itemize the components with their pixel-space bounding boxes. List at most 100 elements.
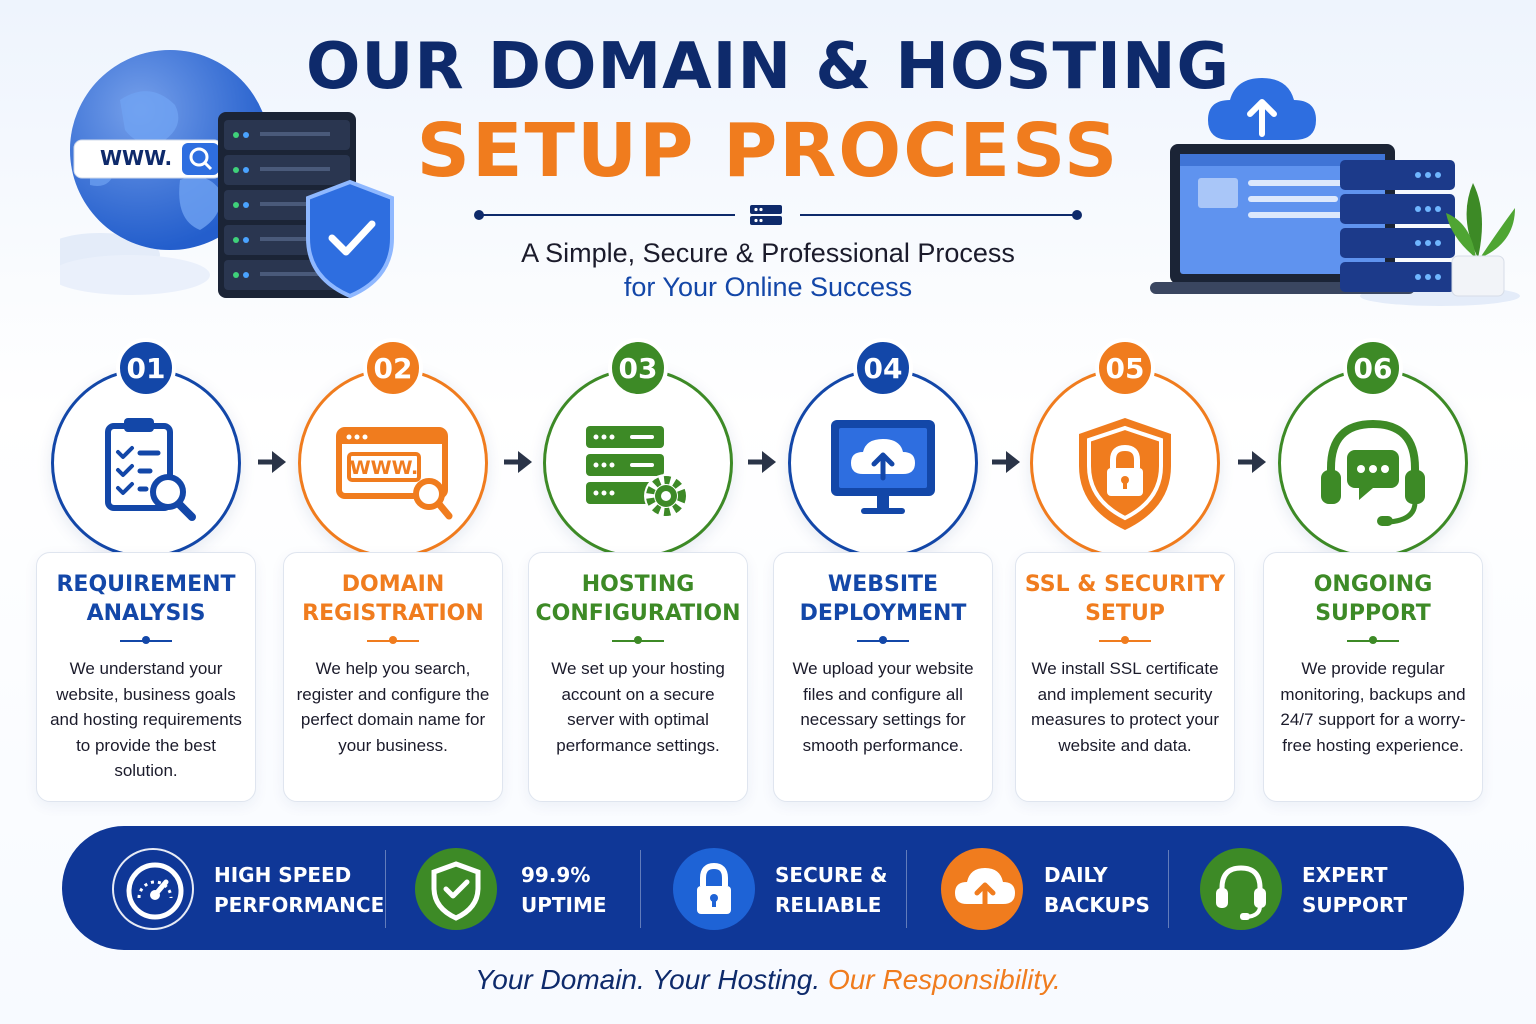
divider-dot-left [474, 210, 484, 220]
feature-label-line2: BACKUPS [1044, 893, 1150, 917]
arrow-right-icon [258, 451, 286, 473]
globe-server-illustration [60, 50, 394, 299]
feature-label-line2: RELIABLE [775, 893, 882, 917]
feature-label: SECURE & RELIABLE [775, 860, 887, 920]
step-title-line2: SUPPORT [1315, 601, 1431, 626]
headset-chat-icon [1321, 419, 1425, 526]
step-title: SSL & SECURITY SETUP [1015, 570, 1235, 628]
clipboard-search-icon [105, 418, 196, 521]
tagline-part2: Our Responsibility. [827, 964, 1061, 995]
step-description: We help you search, register and configu… [296, 659, 490, 755]
browser-www-icon [336, 427, 453, 520]
step-separator-dot [1121, 636, 1129, 644]
laptop-icon [1150, 144, 1415, 294]
www-search-label: WWW. [100, 146, 173, 170]
arrow-right-icon [992, 451, 1020, 473]
step-description: We upload your website files and configu… [792, 659, 974, 755]
step-title: WEBSITE DEPLOYMENT [773, 570, 993, 628]
step-number-badge: 06 [1343, 338, 1403, 398]
feature-icon-wrap [112, 848, 194, 930]
step-title-line2: DEPLOYMENT [799, 601, 967, 626]
feature-label-line1: 99.9% [521, 863, 591, 887]
step-title-line1: SSL & SECURITY [1024, 572, 1226, 597]
headset-icon [1216, 865, 1266, 920]
shield-lock-icon [1079, 418, 1171, 530]
step-description: We understand your website, business goa… [50, 659, 242, 781]
feature-label-line1: DAILY [1044, 863, 1108, 887]
step-separator-dot [879, 636, 887, 644]
divider-line-right [800, 214, 1076, 216]
feature-icon-wrap [415, 848, 497, 930]
step-title-line1: DOMAIN [341, 572, 445, 597]
shield-check-icon [306, 179, 394, 299]
step-separator-dot [142, 636, 150, 644]
step-icon-text: WWW. [349, 457, 419, 479]
step-title-line2: CONFIGURATION [535, 601, 741, 626]
cloud-upload-icon [1208, 78, 1316, 140]
feature-separator [906, 850, 907, 928]
step-number-badge: 02 [363, 338, 423, 398]
feature-label: HIGH SPEED PERFORMANCE [214, 860, 384, 920]
step-separator-dot [634, 636, 642, 644]
step-title: DOMAIN REGISTRATION [283, 570, 503, 628]
feature-label: DAILY BACKUPS [1044, 860, 1150, 920]
subtitle-line2: for Your Online Success [623, 272, 913, 302]
feature-label: 99.9% UPTIME [521, 860, 607, 920]
server-divider-icon [750, 205, 782, 225]
feature-label-line1: EXPERT [1302, 863, 1388, 887]
step-title-line1: WEBSITE [827, 572, 939, 597]
server-stack-icon [1340, 160, 1455, 292]
cloud-upload-icon [955, 868, 1015, 909]
step-title-line1: ONGOING [1313, 572, 1433, 597]
step-number-badge: 04 [853, 338, 913, 398]
speedometer-icon [126, 862, 184, 920]
step-description: We set up your hosting account on a secu… [551, 659, 725, 755]
feature-icon-wrap [673, 848, 755, 930]
monitor-cloud-upload-icon [831, 420, 935, 514]
step-title-line1: REQUIREMENT [56, 572, 236, 597]
feature-label-line2: PERFORMANCE [214, 893, 385, 917]
arrow-right-icon [504, 451, 532, 473]
laptop-server-illustration [1150, 78, 1520, 306]
step-separator-dot [1369, 636, 1377, 644]
divider-dot-right [1072, 210, 1082, 220]
tagline: Your Domain. Your Hosting. Our Responsib… [0, 964, 1536, 996]
feature-separator [640, 850, 641, 928]
feature-separator [385, 850, 386, 928]
step-title-line1: HOSTING [581, 572, 695, 597]
step-number-badge: 03 [608, 338, 668, 398]
padlock-icon [697, 862, 731, 914]
step-title: HOSTING CONFIGURATION [528, 570, 748, 628]
feature-label-line1: HIGH SPEED [214, 863, 352, 887]
step-title-line2: ANALYSIS [86, 601, 206, 626]
step-card-06 [1263, 552, 1483, 802]
page-title-line2: SETUP PROCESS [416, 108, 1120, 194]
feature-label-line1: SECURE & [775, 863, 888, 887]
tagline-part1: Your Domain. Your Hosting. [475, 964, 821, 995]
subtitle-line1: A Simple, Secure & Professional Process [521, 238, 1015, 268]
step-title: ONGOING SUPPORT [1263, 570, 1483, 628]
feature-separator [1168, 850, 1169, 928]
step-card-03 [528, 552, 748, 802]
plant-icon [1446, 183, 1515, 297]
feature-label-line2: UPTIME [521, 893, 607, 917]
step-card-02 [283, 552, 503, 802]
feature-icon-wrap [1200, 848, 1282, 930]
step-number-badge: 01 [116, 338, 176, 398]
step-card-05 [1015, 552, 1235, 802]
step-title: REQUIREMENT ANALYSIS [36, 570, 256, 628]
step-description: We install SSL certificate and implement… [1030, 659, 1220, 755]
server-gear-icon [586, 426, 688, 518]
step-card-01 [36, 552, 256, 802]
arrow-right-icon [1238, 451, 1266, 473]
step-number-badge: 05 [1095, 338, 1155, 398]
feature-label-line2: SUPPORT [1302, 893, 1408, 917]
divider-line-left [480, 214, 735, 216]
step-separator-dot [389, 636, 397, 644]
arrow-right-icon [748, 451, 776, 473]
step-description: We provide regular monitoring, backups a… [1280, 659, 1466, 755]
step-title-line2: SETUP [1085, 601, 1165, 626]
feature-icon-wrap [941, 848, 1023, 930]
page-title-line1: OUR DOMAIN & HOSTING [305, 30, 1231, 104]
step-title-line2: REGISTRATION [302, 601, 484, 626]
